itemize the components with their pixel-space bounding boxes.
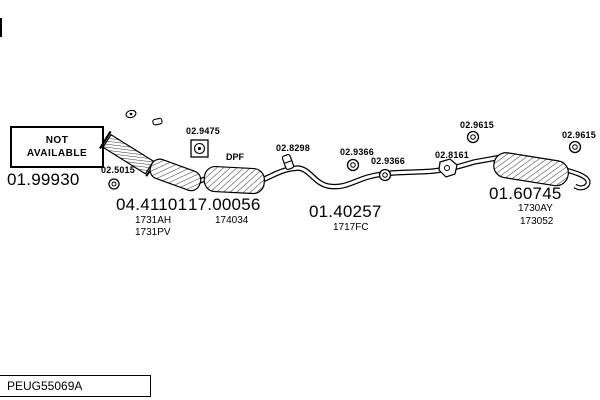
page-edge-mark: [0, 18, 2, 37]
rubber-hanger-icon: [346, 158, 360, 172]
dpf-label: DPF: [226, 152, 244, 162]
variant-code-mid-pipe: 1717FC: [333, 222, 369, 233]
front-bracket-icon: [125, 109, 137, 119]
part-number-rear-muffler: 01.60745: [489, 184, 562, 203]
clamp-icon: [281, 154, 295, 170]
variant-code-catalyst-2: 1731PV: [135, 227, 171, 238]
diagram-code-box: PEUG55069A: [0, 375, 151, 397]
diagram-code: PEUG55069A: [7, 379, 83, 393]
part-number-dpf: 17.00056: [188, 195, 261, 214]
rubber-hanger-icon: [568, 140, 582, 154]
variant-code-muffler-2: 173052: [520, 216, 554, 227]
not-available-line1: NOT: [45, 135, 69, 146]
rear-bracket-icon: [438, 158, 458, 178]
dpf-drawing: [203, 165, 265, 195]
front-gasket-ring-icon: [108, 178, 120, 190]
small-part-gasket-front: 02.5015: [101, 165, 135, 175]
front-bracket2-icon: [152, 117, 163, 126]
part-number-front-pipe: 01.99930: [7, 170, 80, 189]
part-number-catalyst: 04.41101: [116, 195, 188, 214]
variant-code-muffler-1: 1730AY: [518, 203, 553, 214]
variant-code-catalyst-1: 1731AH: [135, 215, 172, 226]
tailpipe-drawing: [565, 167, 591, 191]
rubber-hanger-icon: [378, 168, 392, 182]
variant-code-dpf: 174034: [215, 215, 249, 226]
small-part-hanger-rear-1: 02.9615: [460, 120, 494, 130]
rubber-hanger-icon: [466, 130, 480, 144]
small-part-clamp-mid: 02.8298: [276, 143, 310, 153]
muffler-drawing: [493, 152, 569, 187]
not-available-line2: AVAILABLE: [26, 148, 88, 159]
small-part-gasket-cat: 02.9475: [186, 126, 220, 136]
not-available-box: NOT AVAILABLE: [10, 126, 104, 168]
small-part-hanger-rear-2: 02.9615: [562, 130, 596, 140]
catalytic-converter-drawing: [149, 158, 202, 192]
small-part-hanger-mid-1: 02.9366: [340, 147, 374, 157]
part-number-mid-pipe: 01.40257: [309, 202, 382, 221]
square-gasket-icon: [190, 139, 209, 158]
small-part-hanger-mid-2: 02.9366: [371, 156, 405, 166]
small-part-bracket-rear: 02.8161: [435, 150, 469, 160]
